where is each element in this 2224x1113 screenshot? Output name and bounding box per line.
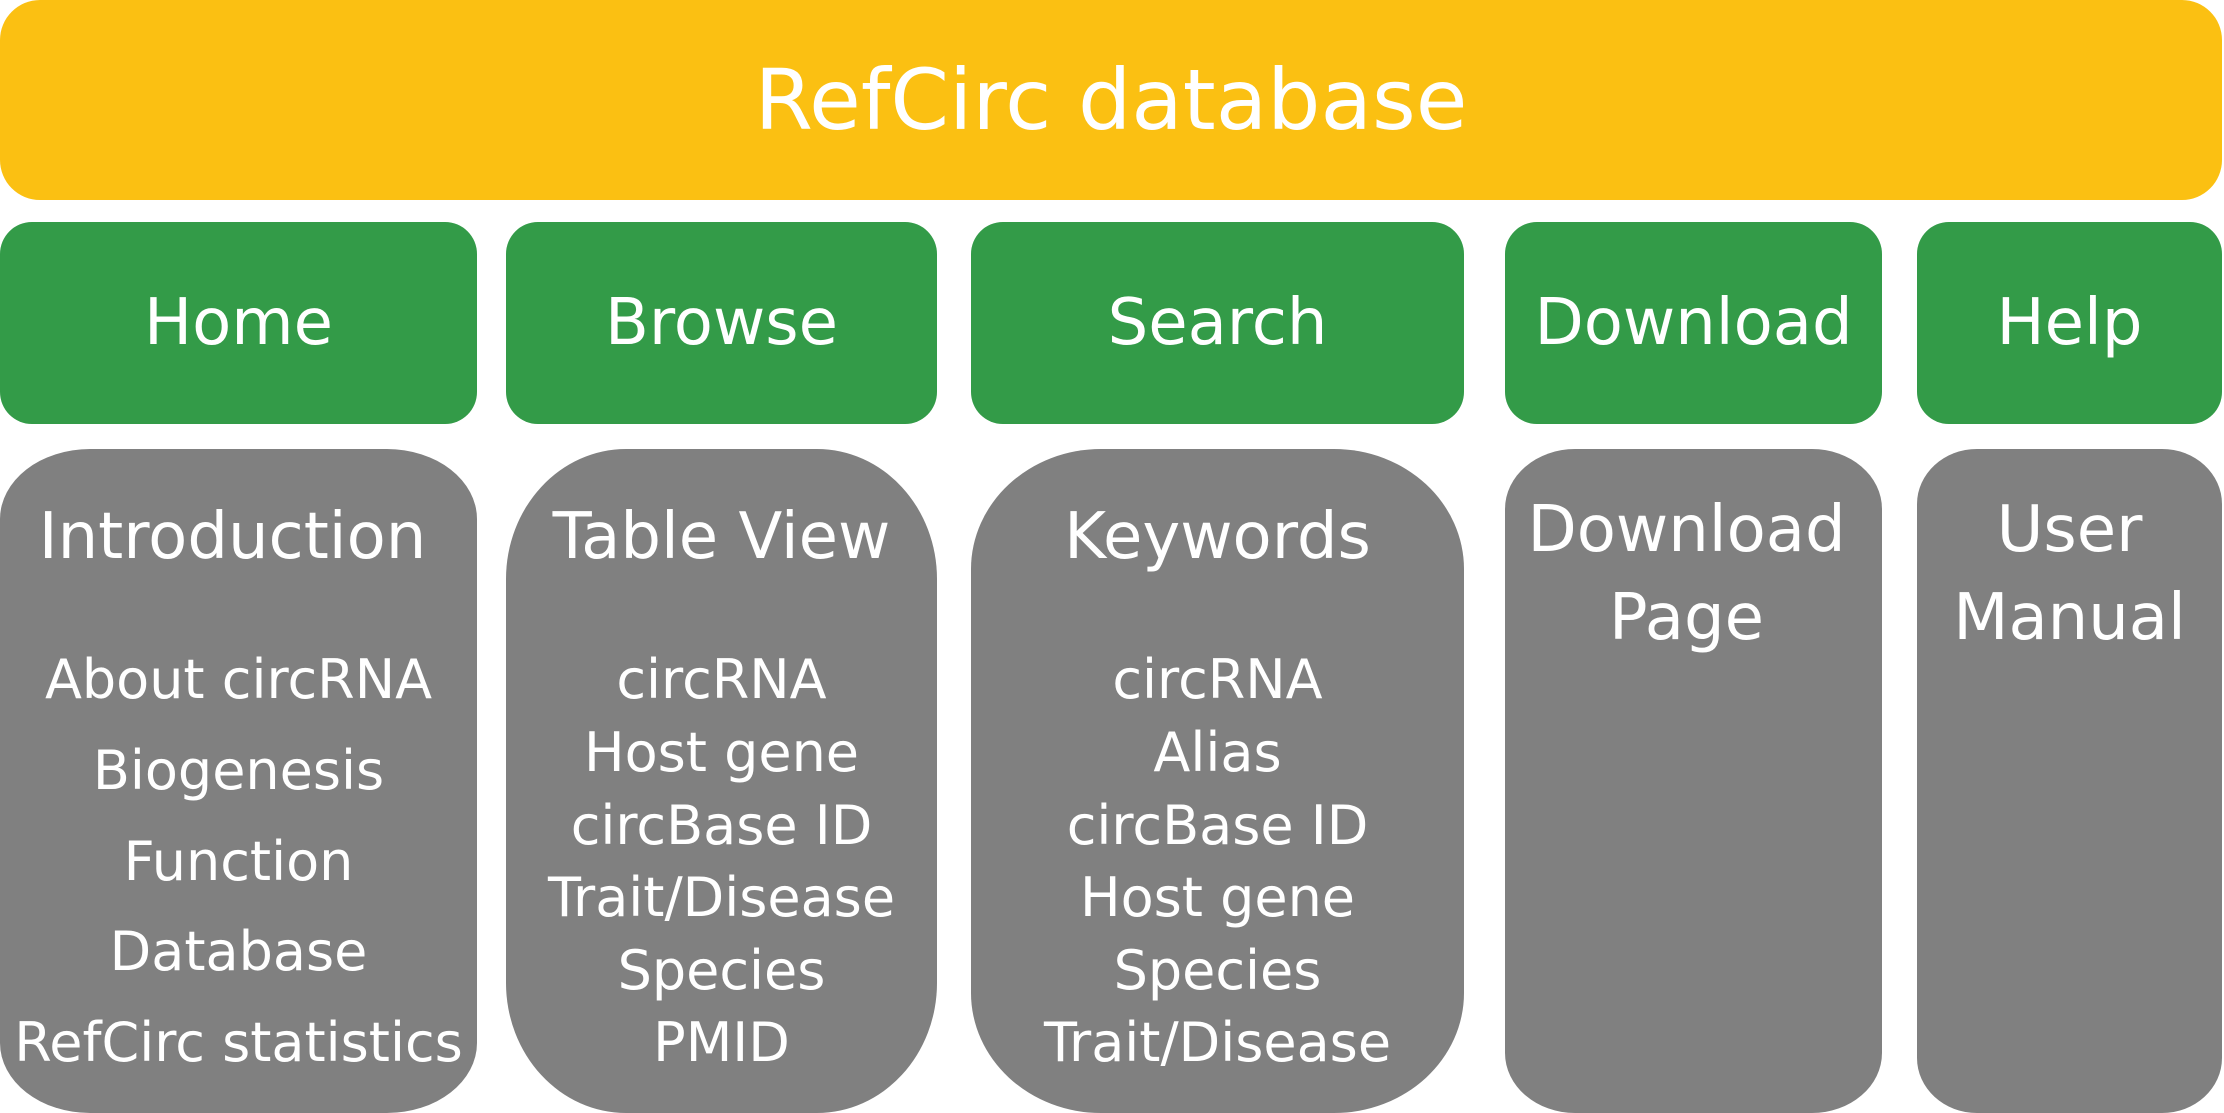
browse-item-pmid[interactable]: PMID xyxy=(653,1011,790,1074)
search-item-host-gene[interactable]: Host gene xyxy=(1079,866,1356,929)
nav-button-browse[interactable]: Browse xyxy=(506,222,937,424)
nav-label-browse: Browse xyxy=(604,286,839,360)
nav-label-home: Home xyxy=(144,286,333,360)
search-item-trait-disease[interactable]: Trait/Disease xyxy=(1043,1011,1392,1074)
browse-item-species[interactable]: Species xyxy=(617,939,826,1002)
home-item-function[interactable]: Function xyxy=(123,830,354,893)
browse-item-circrna[interactable]: circRNA xyxy=(616,648,827,711)
nav-button-home[interactable]: Home xyxy=(0,222,477,424)
help-subtitle-line-1[interactable]: User xyxy=(1996,493,2143,567)
search-subtitle: Keywords xyxy=(1064,500,1371,574)
nav-button-search[interactable]: Search xyxy=(971,222,1464,424)
browse-item-host-gene[interactable]: Host gene xyxy=(583,721,860,784)
title-banner: RefCirc database xyxy=(0,0,2222,200)
browse-item-trait-disease[interactable]: Trait/Disease xyxy=(547,866,896,929)
home-subtitle: Introduction xyxy=(38,500,427,574)
search-panel: Keywords circRNA Alias circBase ID Host … xyxy=(971,449,1464,1113)
home-item-biogenesis[interactable]: Biogenesis xyxy=(92,739,385,802)
browse-item-circbase-id[interactable]: circBase ID xyxy=(570,794,873,857)
home-item-refcirc-statistics[interactable]: RefCirc statistics xyxy=(14,1011,463,1074)
browse-subtitle: Table View xyxy=(552,500,891,574)
search-item-species[interactable]: Species xyxy=(1113,939,1322,1002)
home-panel: Introduction About circRNA Biogenesis Fu… xyxy=(0,449,477,1113)
download-subtitle-line-1[interactable]: Download xyxy=(1527,493,1846,567)
home-item-database[interactable]: Database xyxy=(109,920,368,983)
nav-label-search: Search xyxy=(1107,286,1328,360)
nav-label-help: Help xyxy=(1996,286,2143,360)
help-subtitle-line-2[interactable]: Manual xyxy=(1953,581,2186,655)
page-title: RefCirc database xyxy=(754,51,1468,149)
nav-button-download[interactable]: Download xyxy=(1505,222,1882,424)
home-item-about-circrna[interactable]: About circRNA xyxy=(44,648,433,711)
search-item-alias[interactable]: Alias xyxy=(1153,721,1282,784)
search-item-circbase-id[interactable]: circBase ID xyxy=(1066,794,1369,857)
search-item-circrna[interactable]: circRNA xyxy=(1112,648,1323,711)
download-subtitle-line-2[interactable]: Page xyxy=(1609,581,1764,655)
download-panel: Download Page xyxy=(1505,449,1882,1113)
nav-label-download: Download xyxy=(1534,286,1853,360)
nav-button-help[interactable]: Help xyxy=(1917,222,2222,424)
help-panel: User Manual xyxy=(1917,449,2222,1113)
browse-panel: Table View circRNA Host gene circBase ID… xyxy=(506,449,937,1113)
